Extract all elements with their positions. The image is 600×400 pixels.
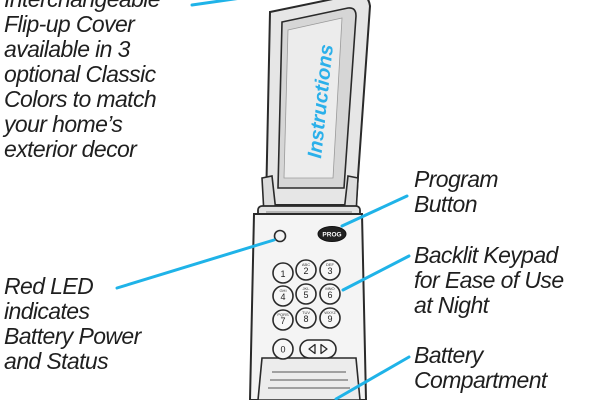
callout-line: available in 3 xyxy=(4,36,130,62)
callout-line: Battery Power xyxy=(4,323,141,349)
callout-line: Button xyxy=(414,191,478,217)
callout-line: Flip-up Cover xyxy=(4,11,135,37)
leader-program xyxy=(340,194,409,228)
leader-backlit xyxy=(341,254,411,292)
key-2[interactable]: ABC 2 xyxy=(295,259,317,281)
callout-line: at Night xyxy=(414,292,489,318)
key-8-digit: 8 xyxy=(303,314,308,324)
callout-line: optional Classic xyxy=(4,61,156,87)
leader-battery xyxy=(334,355,411,400)
callout-line: for Ease of Use xyxy=(414,267,564,293)
up-down-chevron-icon xyxy=(308,343,328,355)
red-led xyxy=(273,229,287,243)
leader-cover xyxy=(190,0,238,7)
key-8[interactable]: TUV 8 xyxy=(295,307,317,329)
key-1[interactable]: 1 xyxy=(272,262,294,284)
callout-flip-up-cover: Interchangeable Flip-up Cover available … xyxy=(4,0,161,162)
callout-line: Backlit Keypad xyxy=(414,242,558,268)
keypad-keys: 1 ABC 2 DEF 3 GHI 4 JKL 5 MNO 6 xyxy=(272,259,341,360)
callout-line: Colors to match xyxy=(4,86,157,112)
key-4-digit: 4 xyxy=(280,292,285,302)
callout-line: Compartment xyxy=(414,367,547,393)
callout-battery-compartment: Battery Compartment xyxy=(414,343,547,393)
callout-line: Battery xyxy=(414,342,483,368)
program-button[interactable]: PROG xyxy=(317,226,347,242)
key-3-letters: DEF xyxy=(326,262,335,267)
callout-line: Interchangeable xyxy=(4,0,161,12)
key-3-digit: 3 xyxy=(327,266,332,276)
key-2-digit: 2 xyxy=(303,266,308,276)
key-5-letters: JKL xyxy=(303,286,311,291)
key-9-letters: WXYZ xyxy=(324,310,336,315)
enter-key[interactable] xyxy=(299,339,337,359)
program-button-label: PROG xyxy=(322,232,341,239)
key-3[interactable]: DEF 3 xyxy=(319,259,341,281)
callout-line: your home’s xyxy=(4,111,123,137)
key-5[interactable]: JKL 5 xyxy=(295,283,317,305)
callout-line: Red LED xyxy=(4,273,94,299)
callout-line: Program xyxy=(414,166,499,192)
key-4-letters: GHI xyxy=(279,288,286,293)
key-7-digit: 7 xyxy=(280,316,285,326)
flip-up-cover: Instructions xyxy=(261,0,372,215)
callout-red-led: Red LED indicates Battery Power and Stat… xyxy=(4,274,141,374)
key-8-letters: TUV xyxy=(302,310,310,315)
key-1-digit: 1 xyxy=(280,269,285,279)
key-6-letters: MNO xyxy=(325,286,334,291)
key-2-letters: ABC xyxy=(302,262,310,267)
key-4[interactable]: GHI 4 xyxy=(272,285,294,307)
key-6[interactable]: MNO 6 xyxy=(319,283,341,305)
callout-program-button: Program Button xyxy=(414,166,499,217)
key-9[interactable]: WXYZ 9 xyxy=(319,307,341,329)
key-7[interactable]: PQRS 7 xyxy=(272,309,294,331)
leader-led xyxy=(115,238,276,290)
callout-line: indicates xyxy=(4,298,90,324)
key-0[interactable]: 0 xyxy=(272,338,294,360)
key-5-digit: 5 xyxy=(303,290,308,300)
callout-line: exterior decor xyxy=(4,136,137,162)
leader-lines xyxy=(115,0,411,400)
callout-line: and Status xyxy=(4,348,109,374)
callout-backlit-keypad: Backlit Keypad for Ease of Use at Night xyxy=(414,243,564,318)
key-6-digit: 6 xyxy=(327,290,332,300)
key-0-digit: 0 xyxy=(280,345,285,355)
key-7-letters: PQRS xyxy=(277,312,289,317)
key-9-digit: 9 xyxy=(327,314,332,324)
